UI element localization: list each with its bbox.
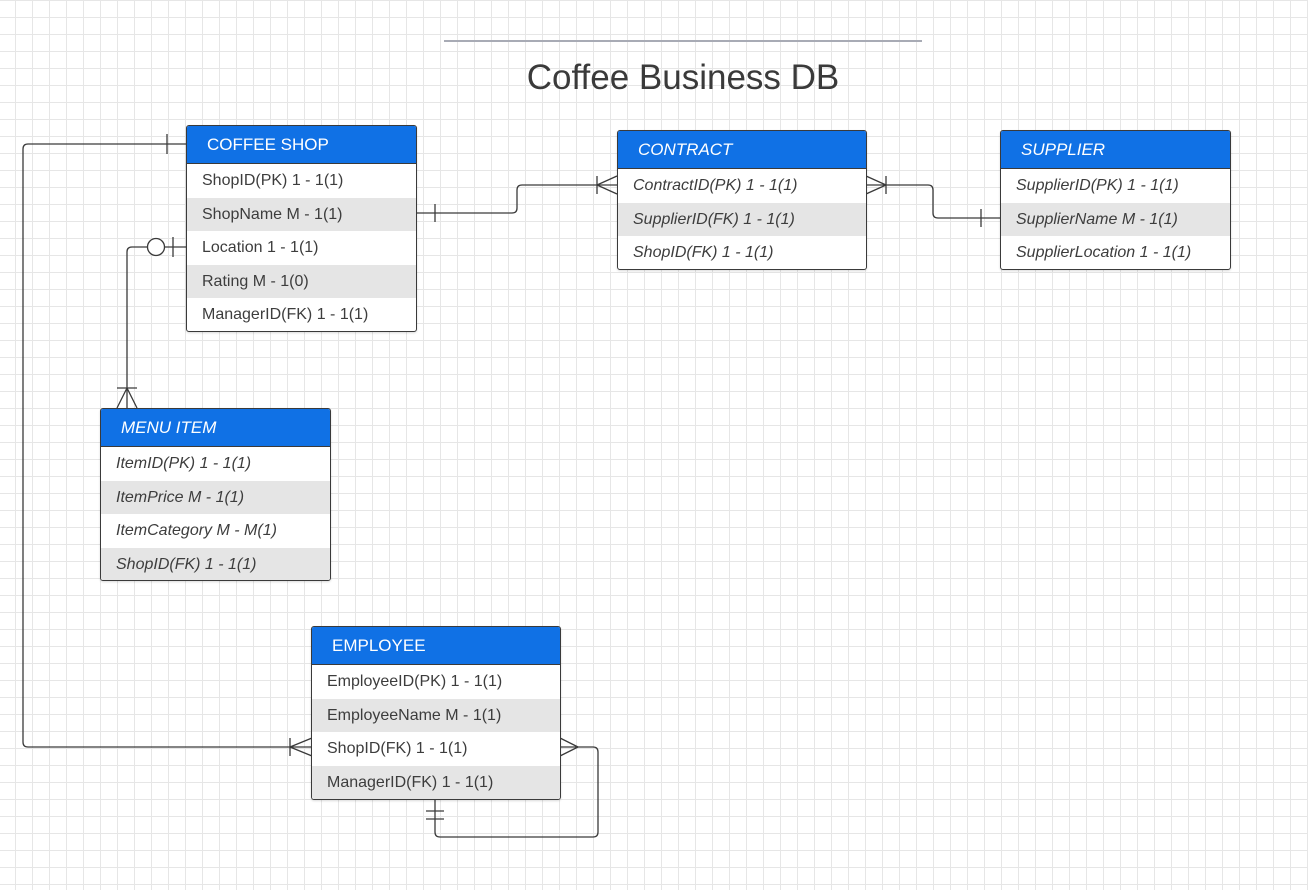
attribute-row: SupplierID(PK) 1 - 1(1) bbox=[1016, 177, 1179, 194]
attribute-row: SupplierName M - 1(1) bbox=[1001, 202, 1230, 236]
entity-header: EMPLOYEE bbox=[312, 627, 560, 665]
attribute-row: ItemPrice M - 1(1) bbox=[101, 480, 330, 514]
entity-contract[interactable]: CONTRACT ContractID(PK) 1 - 1(1) Supplie… bbox=[617, 130, 867, 270]
attribute-row: ShopID(FK) 1 - 1(1) bbox=[101, 547, 330, 580]
crowfoot-contract-shop bbox=[596, 175, 618, 195]
attribute-row: SupplierID(FK) 1 - 1(1) bbox=[618, 202, 866, 236]
attribute-row: ItemCategory M - M(1) bbox=[116, 522, 277, 539]
entity-header: SUPPLIER bbox=[1001, 131, 1230, 169]
connector-shop-menuitem bbox=[126, 246, 186, 408]
diagram-title: Coffee Business DB bbox=[526, 58, 840, 97]
entity-header: CONTRACT bbox=[618, 131, 866, 169]
attribute-row: ManagerID(FK) 1 - 1(1) bbox=[312, 765, 560, 799]
attribute-row: EmployeeID(PK) 1 - 1(1) bbox=[327, 673, 503, 690]
attribute-row: EmployeeName M - 1(1) bbox=[312, 698, 560, 732]
entity-menu-item[interactable]: MENU ITEM ItemID(PK) 1 - 1(1) ItemPrice … bbox=[100, 408, 331, 581]
attribute-row: ItemID(PK) 1 - 1(1) bbox=[116, 455, 252, 472]
title-divider bbox=[444, 40, 922, 42]
attribute-row: ManagerID(FK) 1 - 1(1) bbox=[202, 306, 369, 323]
entity-header: MENU ITEM bbox=[101, 409, 330, 447]
connector-contract-supplier bbox=[866, 184, 1000, 219]
attribute-row: ShopID(PK) 1 - 1(1) bbox=[202, 172, 344, 189]
connector-shop-employee bbox=[22, 143, 312, 748]
connector-employee-manager bbox=[434, 746, 599, 838]
crowfoot-menuitem-shop bbox=[116, 387, 138, 409]
entity-supplier[interactable]: SUPPLIER SupplierID(PK) 1 - 1(1) Supplie… bbox=[1000, 130, 1231, 270]
attribute-row: Location 1 - 1(1) bbox=[202, 239, 319, 256]
crowfoot-employee-self bbox=[559, 737, 579, 757]
entity-employee[interactable]: EMPLOYEE EmployeeID(PK) 1 - 1(1) Employe… bbox=[311, 626, 561, 800]
attribute-row: Rating M - 1(0) bbox=[187, 264, 416, 298]
entity-coffee-shop[interactable]: COFFEE SHOP ShopID(PK) 1 - 1(1) ShopName… bbox=[186, 125, 417, 332]
zero-mark-shop-menu bbox=[146, 237, 166, 257]
attribute-row: ContractID(PK) 1 - 1(1) bbox=[633, 177, 798, 194]
connector-shop-contract bbox=[416, 184, 617, 214]
entity-header: COFFEE SHOP bbox=[187, 126, 416, 164]
attribute-row: SupplierLocation 1 - 1(1) bbox=[1016, 244, 1192, 261]
attribute-row: ShopID(FK) 1 - 1(1) bbox=[633, 244, 774, 261]
attribute-row: ShopID(FK) 1 - 1(1) bbox=[327, 740, 468, 757]
crowfoot-contract-supplier bbox=[865, 175, 887, 195]
attribute-row: ShopName M - 1(1) bbox=[187, 197, 416, 231]
crowfoot-employee-shop bbox=[289, 737, 313, 757]
